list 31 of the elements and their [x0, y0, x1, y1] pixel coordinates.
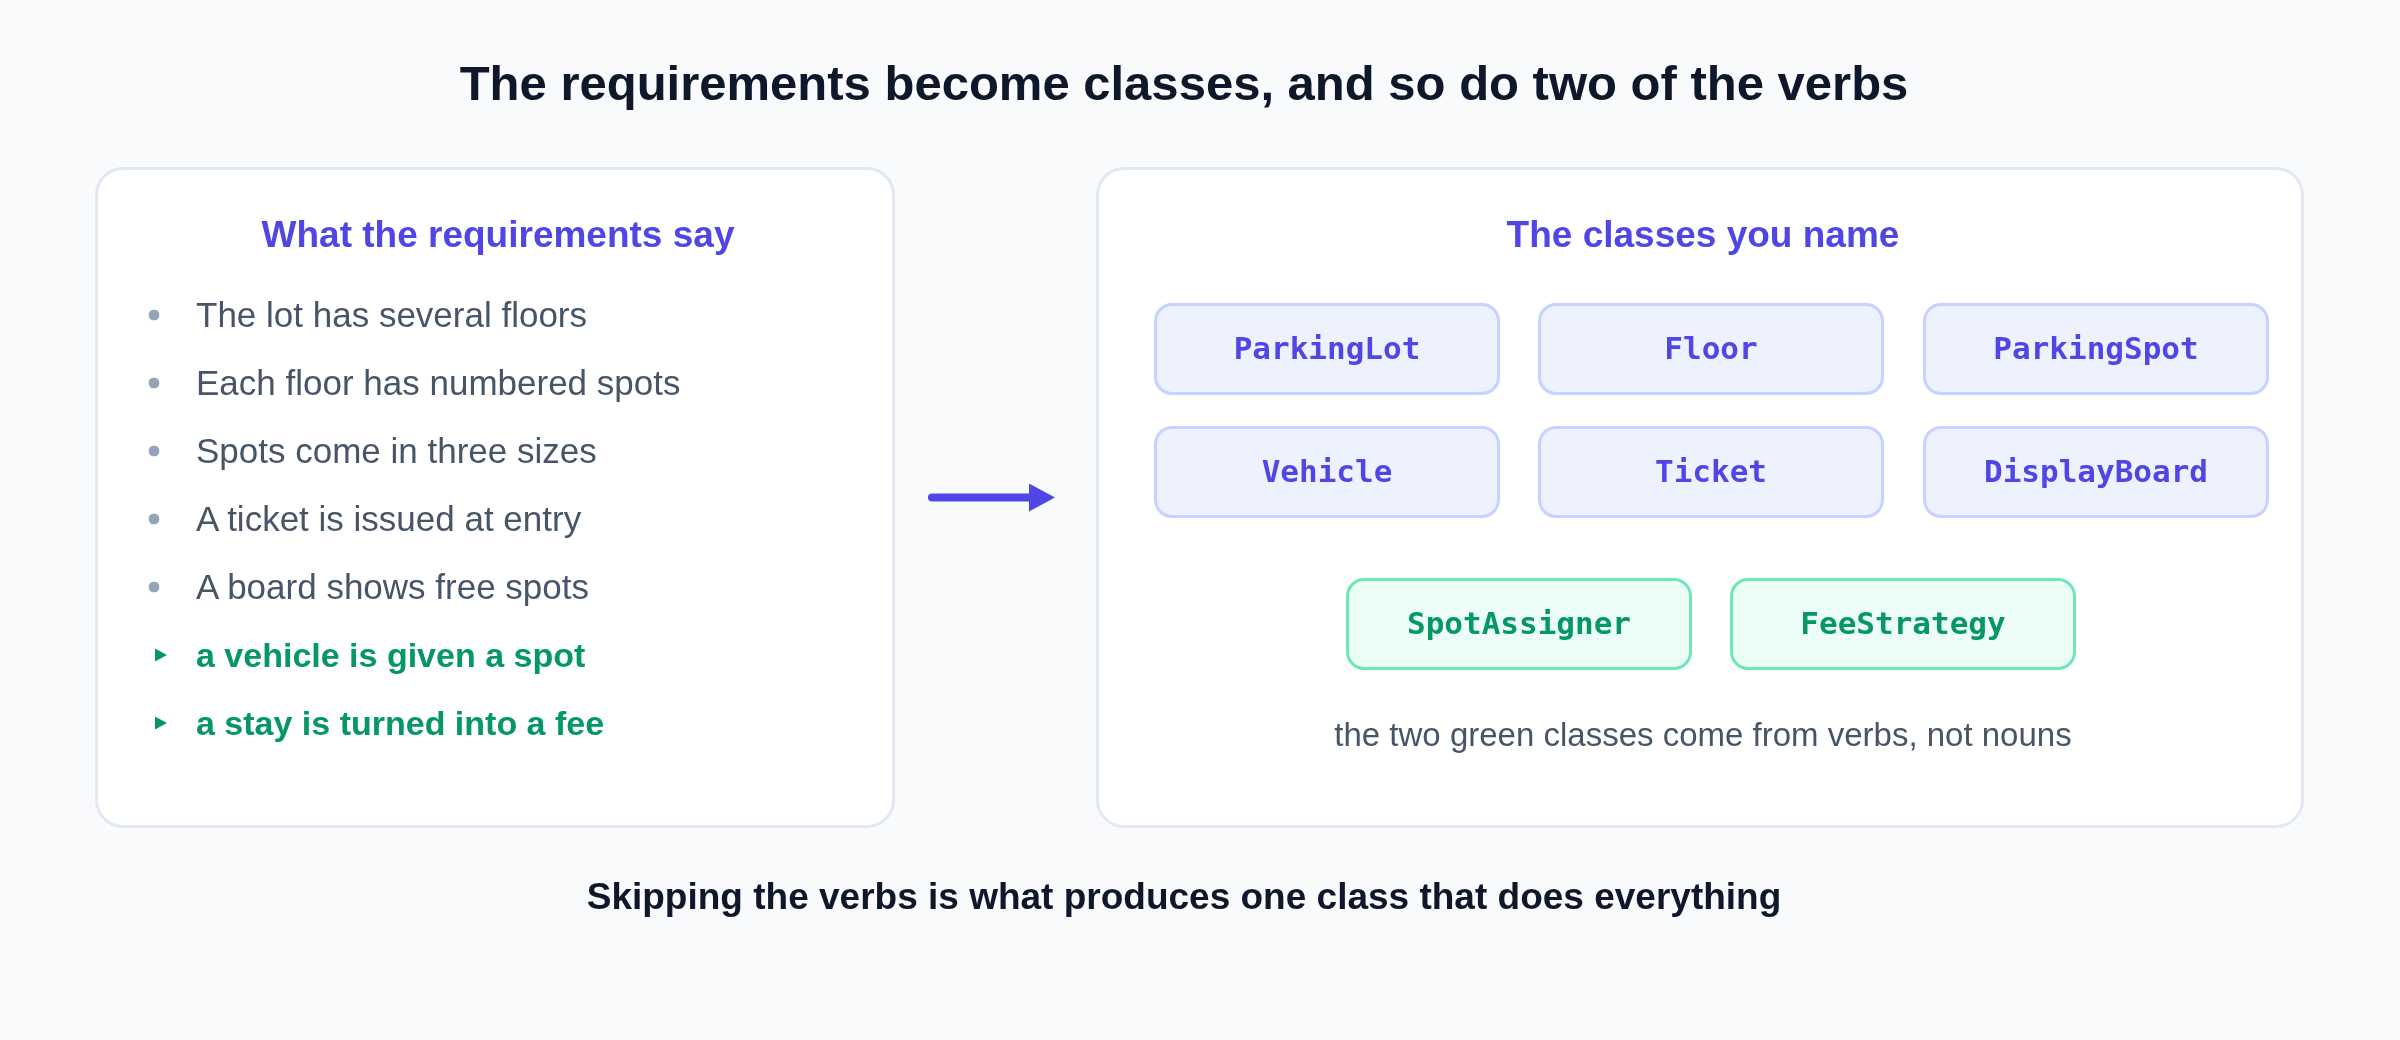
requirement-text: A board shows free spots: [196, 566, 589, 608]
class-name: Floor: [1664, 330, 1758, 368]
class-box: [1923, 303, 2269, 395]
class-box: [1538, 303, 1884, 395]
class-name: SpotAssigner: [1407, 605, 1631, 643]
class-name: ParkingSpot: [1993, 330, 2199, 368]
panel: [1096, 167, 2304, 828]
class-box: [1730, 578, 2076, 670]
class-box: [1538, 426, 1884, 518]
requirement-text: The lot has several floors: [196, 294, 587, 336]
class-name: FeeStrategy: [1800, 605, 2006, 643]
class-name: ParkingLot: [1233, 330, 1421, 368]
class-name: DisplayBoard: [1984, 453, 2208, 491]
requirement-text: A ticket is issued at entry: [196, 498, 582, 540]
arrow: [928, 483, 1055, 512]
requirement-text: Spots come in three sizes: [196, 430, 597, 472]
requirement-text: a vehicle is given a spot: [196, 634, 586, 676]
requirement-text: a stay is turned into a fee: [196, 702, 605, 744]
class-box: [1923, 426, 2269, 518]
class-box: [1154, 303, 1500, 395]
note-text: the two green classes come from verbs, not nouns: [1334, 715, 2072, 755]
class-name: Ticket: [1655, 453, 1767, 491]
panel-heading: The classes you name: [1506, 212, 1900, 257]
panel: [95, 167, 895, 828]
class-box: [1346, 578, 1692, 670]
class-name: Vehicle: [1261, 453, 1393, 491]
title: The requirements become classes, and so do two of the verbs: [459, 54, 1909, 112]
requirement-text: Each floor has numbered spots: [196, 362, 681, 404]
panel-heading: What the requirements say: [261, 212, 735, 257]
caption: Skipping the verbs is what produces one class that does everything: [586, 874, 1782, 919]
class-box: [1154, 426, 1500, 518]
